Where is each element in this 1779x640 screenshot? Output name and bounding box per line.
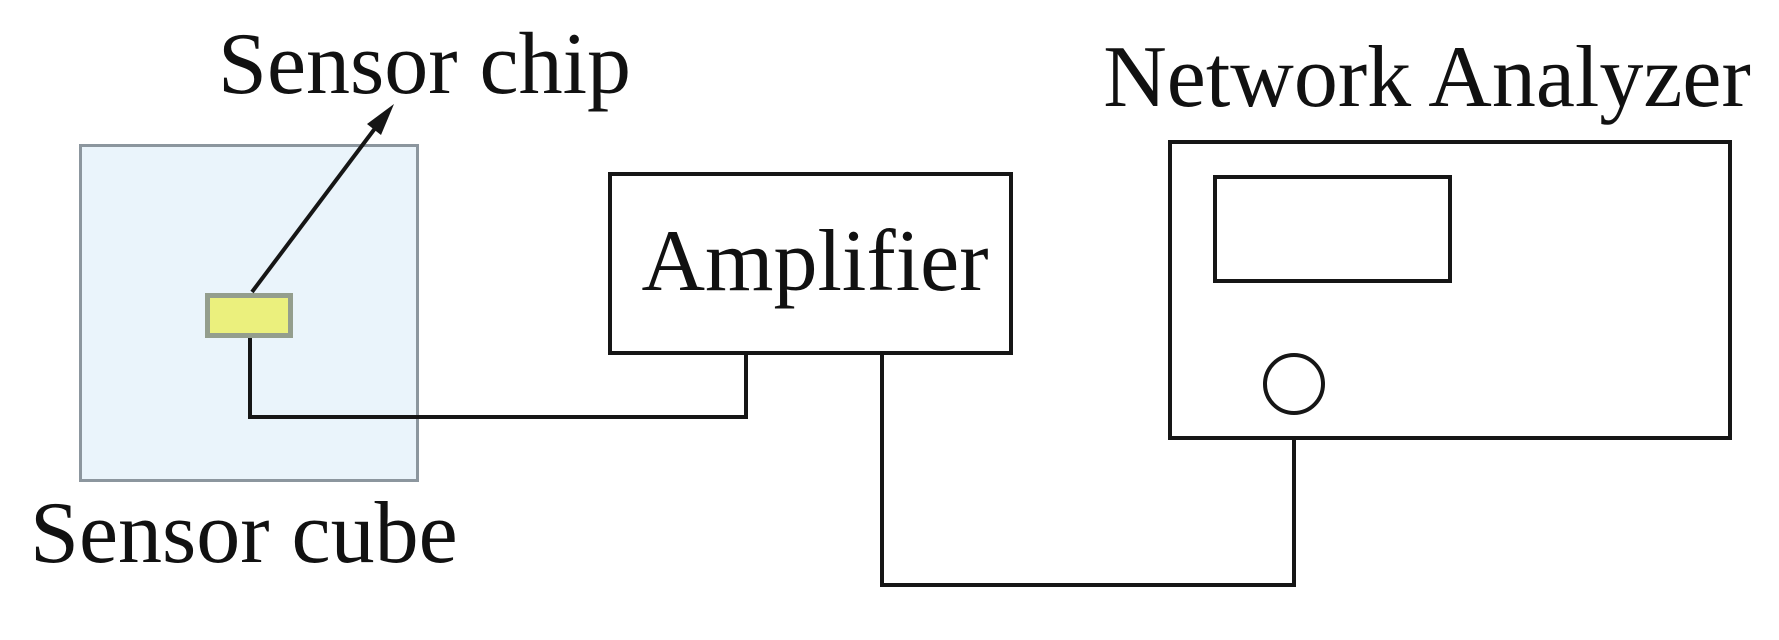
sensor-chip-arrow-line [250,125,378,294]
amplifier-label: Amplifier [641,213,988,310]
sensor-chip-arrowhead-icon [367,104,394,135]
network-analyzer-label: Network Analyzer [1103,29,1751,126]
sensor-cube-label: Sensor cube [30,485,458,582]
amplifier-box [608,172,1013,355]
wire-amplifier-to-analyzer [880,353,1296,587]
sensor-chip-box [205,293,293,338]
analyzer-port-circle [1263,353,1325,415]
sensor-chip-label: Sensor chip [218,16,631,113]
wire-chip-to-amplifier [248,335,748,419]
analyzer-screen [1213,175,1452,283]
